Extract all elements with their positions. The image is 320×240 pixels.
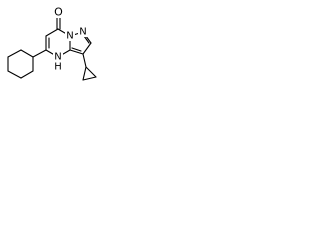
- bond-cyclohexyl-1: [20, 49, 34, 58]
- atom-label-amine-nitrogen: N: [54, 52, 61, 63]
- atom-n-bridge: N: [65, 31, 75, 42]
- bond-c3-to-cyclopropyl: [82, 53, 87, 68]
- bond-c3-c3a-double: [71, 47, 82, 52]
- bond-cyclohexyl-to-c5: [32, 49, 47, 58]
- atom-nh: N H: [53, 52, 63, 73]
- cyclohexyl-ring: [7, 49, 34, 79]
- bond-cyclopropyl-1: [85, 66, 97, 78]
- bond-cyclopropyl-3: [82, 66, 87, 81]
- chemical-structure-diagram: O N N N H: [7, 6, 97, 81]
- atom-label-bridge-nitrogen: N: [66, 31, 73, 42]
- bond-cyclopropyl-2: [82, 76, 97, 81]
- bond-cyclohexyl-2: [7, 49, 22, 58]
- atom-label-oxygen: O: [54, 6, 63, 19]
- bond-c3-c3a: [69, 49, 84, 55]
- bond-c2-c3: [82, 42, 92, 55]
- atom-o-carbonyl: O: [53, 6, 64, 19]
- cyclopropyl-ring: [82, 66, 97, 81]
- bond-cyclohexyl-4: [7, 70, 22, 79]
- bond-c6-c7: [45, 28, 59, 37]
- bond-cyclohexyl-5: [20, 70, 34, 79]
- atom-label-pyrazole-nitrogen: N: [79, 27, 86, 38]
- bond-n2-c2-double: [83, 35, 90, 44]
- atom-n-pyrazole: N: [78, 27, 88, 38]
- atom-label-amine-hydrogen: H: [54, 62, 62, 73]
